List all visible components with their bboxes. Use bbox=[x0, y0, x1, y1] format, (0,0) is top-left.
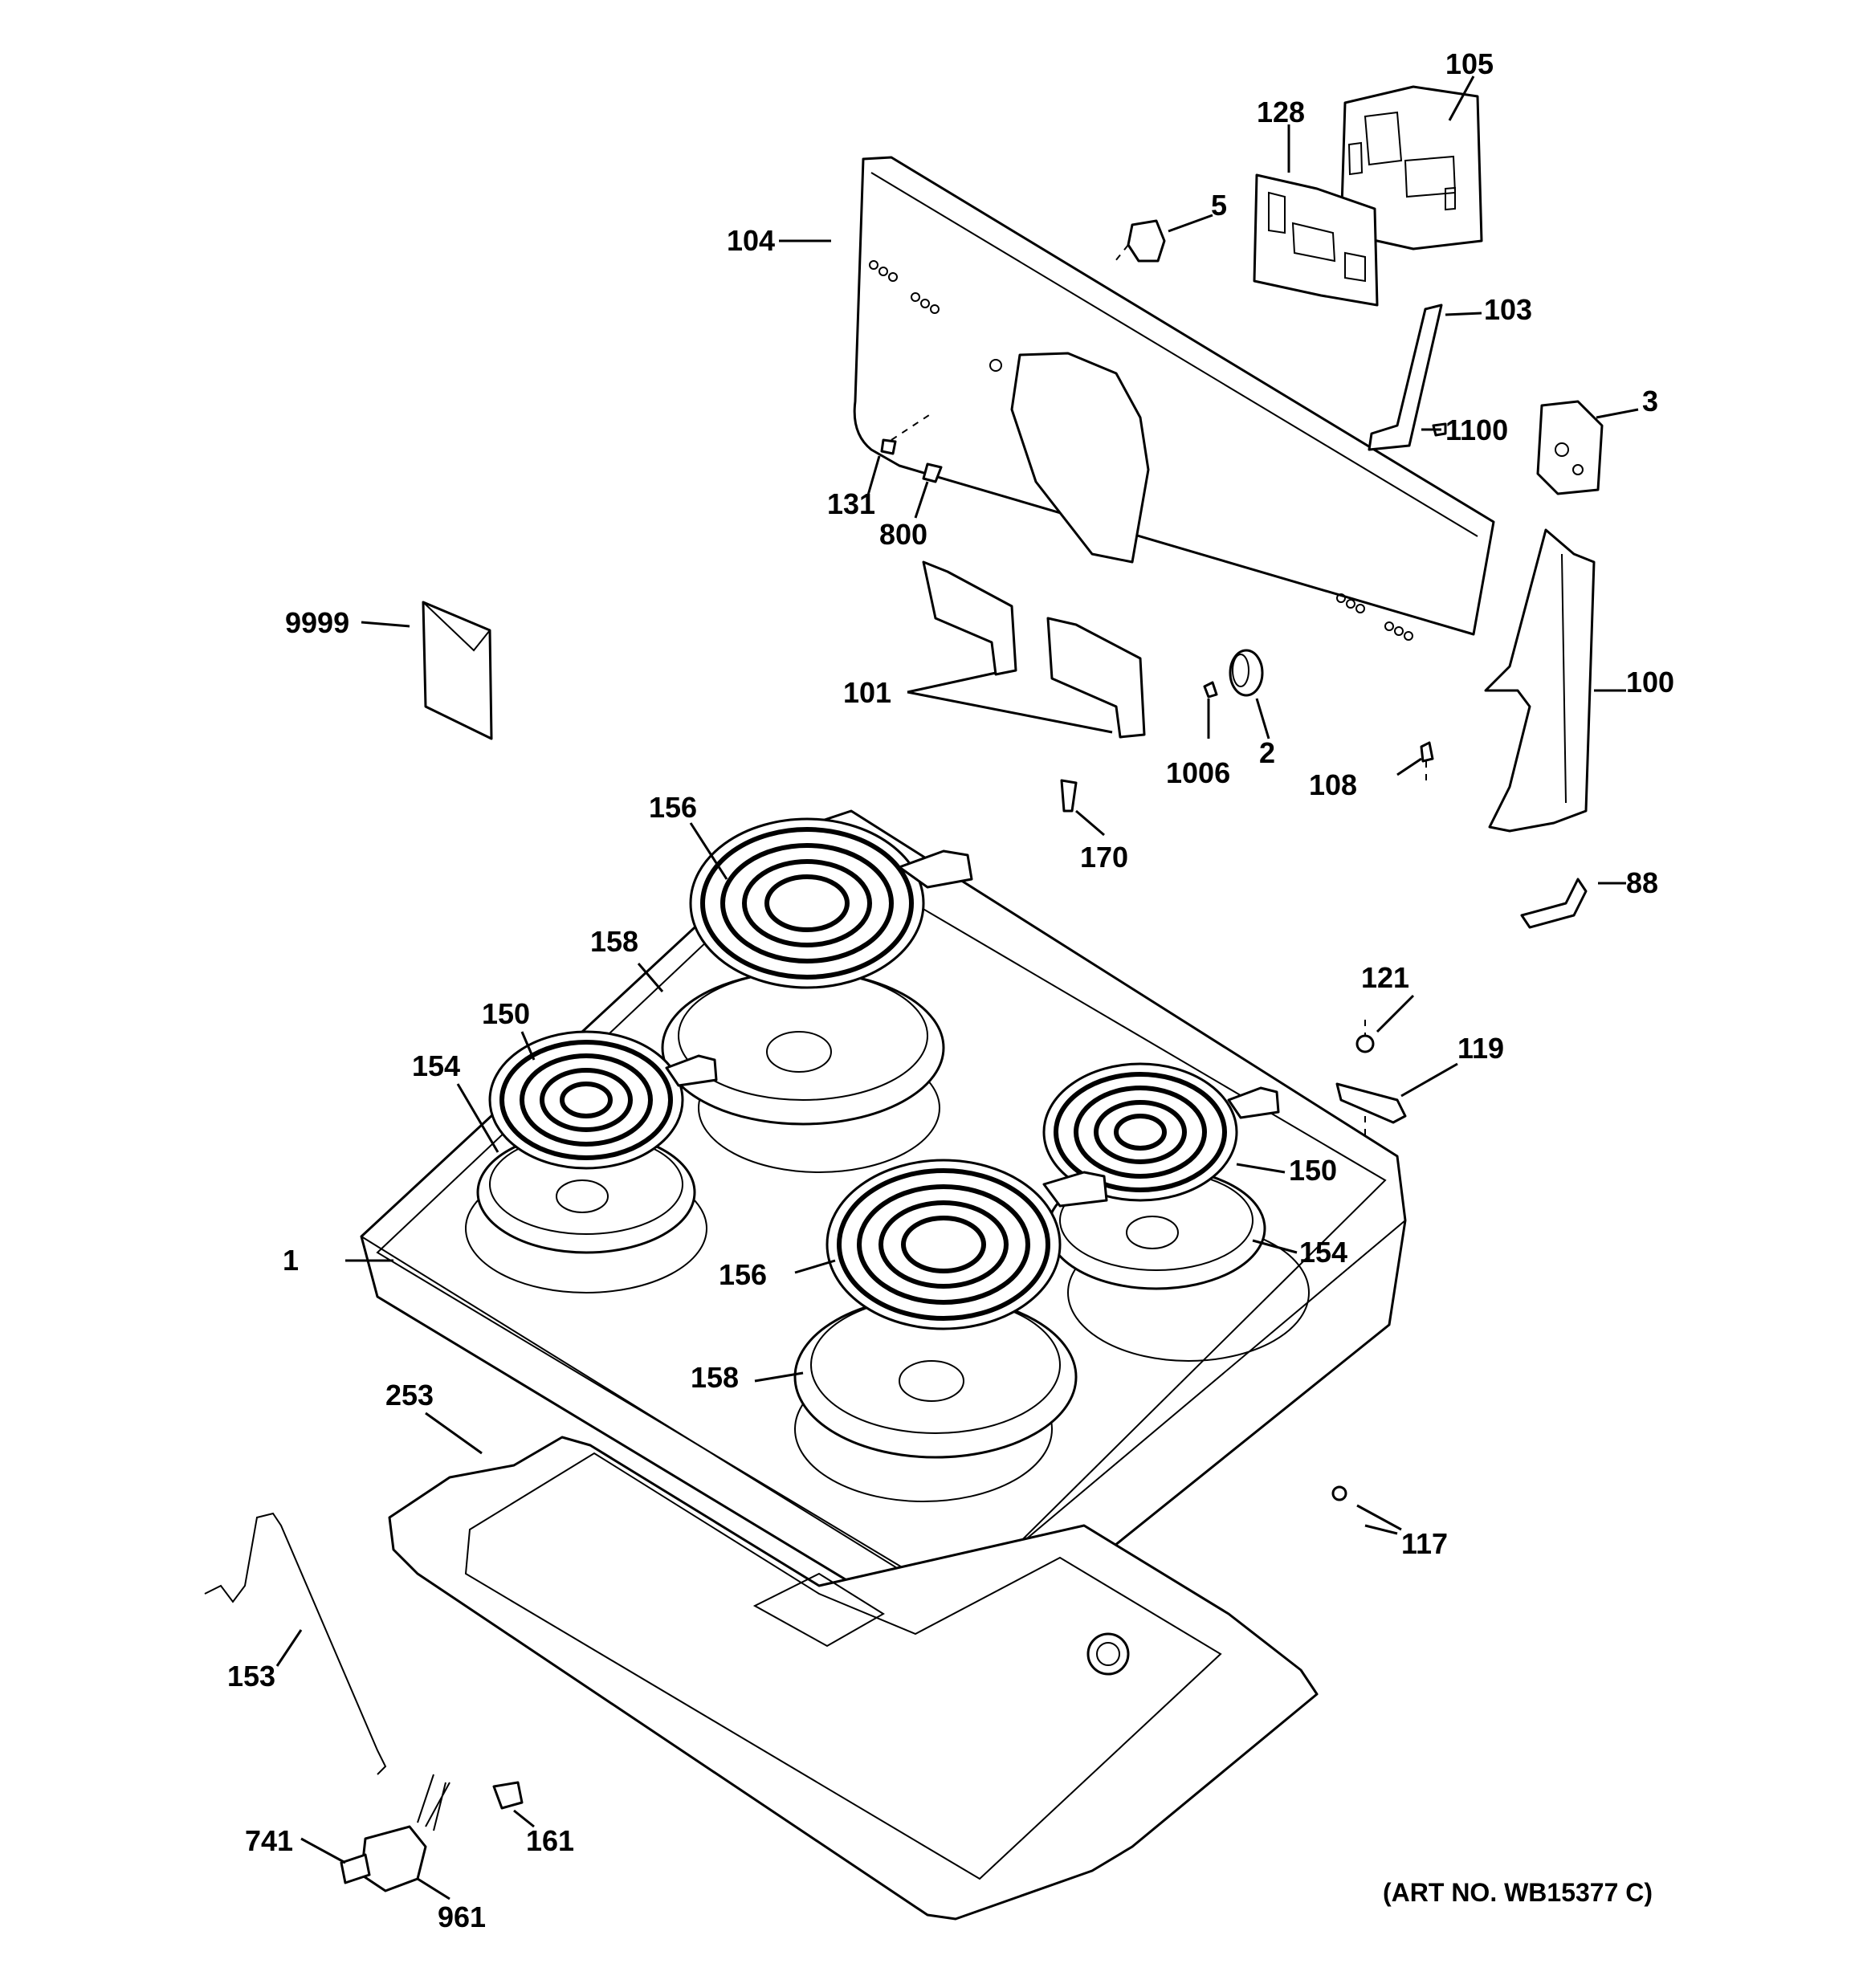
label-101: 101 bbox=[843, 676, 891, 709]
label-1100: 1100 bbox=[1445, 413, 1508, 446]
label-119: 119 bbox=[1457, 1032, 1504, 1065]
brackets-101 bbox=[922, 560, 1146, 739]
label-741: 741 bbox=[245, 1824, 293, 1857]
label-156-b: 156 bbox=[719, 1258, 767, 1291]
terminal-block-741 bbox=[340, 1774, 450, 1892]
label-1: 1 bbox=[283, 1244, 299, 1277]
label-158-b: 158 bbox=[691, 1361, 739, 1394]
label-108: 108 bbox=[1309, 768, 1357, 801]
label-128: 128 bbox=[1257, 96, 1305, 128]
label-253: 253 bbox=[385, 1379, 434, 1412]
knob-2 bbox=[1229, 649, 1264, 697]
label-121: 121 bbox=[1361, 961, 1409, 994]
label-3: 3 bbox=[1642, 385, 1658, 418]
art-number: (ART NO. WB15377 C) bbox=[1383, 1878, 1653, 1907]
infinite-switch-3 bbox=[1536, 400, 1604, 495]
label-2: 2 bbox=[1259, 736, 1275, 769]
label-150-b: 150 bbox=[1289, 1154, 1337, 1187]
label-9999: 9999 bbox=[285, 606, 349, 639]
label-158-a: 158 bbox=[590, 925, 638, 958]
burner-rear-left bbox=[661, 817, 973, 1126]
label-161: 161 bbox=[526, 1824, 574, 1857]
label-131: 131 bbox=[827, 487, 875, 520]
end-cap-100 bbox=[1484, 528, 1596, 833]
label-153: 153 bbox=[227, 1660, 275, 1693]
label-150-a: 150 bbox=[482, 997, 530, 1030]
wire-153 bbox=[204, 1512, 387, 1775]
label-103: 103 bbox=[1484, 293, 1532, 326]
label-800: 800 bbox=[879, 518, 927, 551]
label-961: 961 bbox=[438, 1900, 486, 1933]
control-panel-104 bbox=[853, 156, 1495, 641]
label-5: 5 bbox=[1211, 189, 1227, 222]
label-88: 88 bbox=[1626, 866, 1658, 899]
label-170: 170 bbox=[1080, 841, 1128, 874]
leader-lines bbox=[275, 75, 1639, 1900]
label-105: 105 bbox=[1445, 47, 1494, 80]
literature-9999 bbox=[422, 601, 493, 740]
switch-5 bbox=[1111, 219, 1166, 266]
label-104: 104 bbox=[727, 224, 775, 257]
overlay-128 bbox=[1253, 173, 1379, 307]
bracket-103 bbox=[1368, 303, 1443, 451]
clip-161 bbox=[492, 1781, 524, 1810]
label-156-a: 156 bbox=[649, 791, 697, 824]
burner-front-right bbox=[793, 1159, 1108, 1459]
label-154-b: 154 bbox=[1299, 1236, 1347, 1269]
burner-box-253 bbox=[388, 1436, 1319, 1921]
label-1006: 1006 bbox=[1166, 756, 1230, 789]
label-117: 117 bbox=[1401, 1527, 1448, 1560]
fasteners bbox=[880, 413, 1447, 813]
burner-front-left bbox=[476, 1030, 718, 1254]
label-100: 100 bbox=[1626, 666, 1674, 699]
label-154-a: 154 bbox=[412, 1049, 460, 1082]
hardware-right bbox=[1331, 878, 1588, 1501]
part-labels: 105 128 5 104 103 3 1100 131 800 9999 10… bbox=[227, 47, 1674, 1933]
